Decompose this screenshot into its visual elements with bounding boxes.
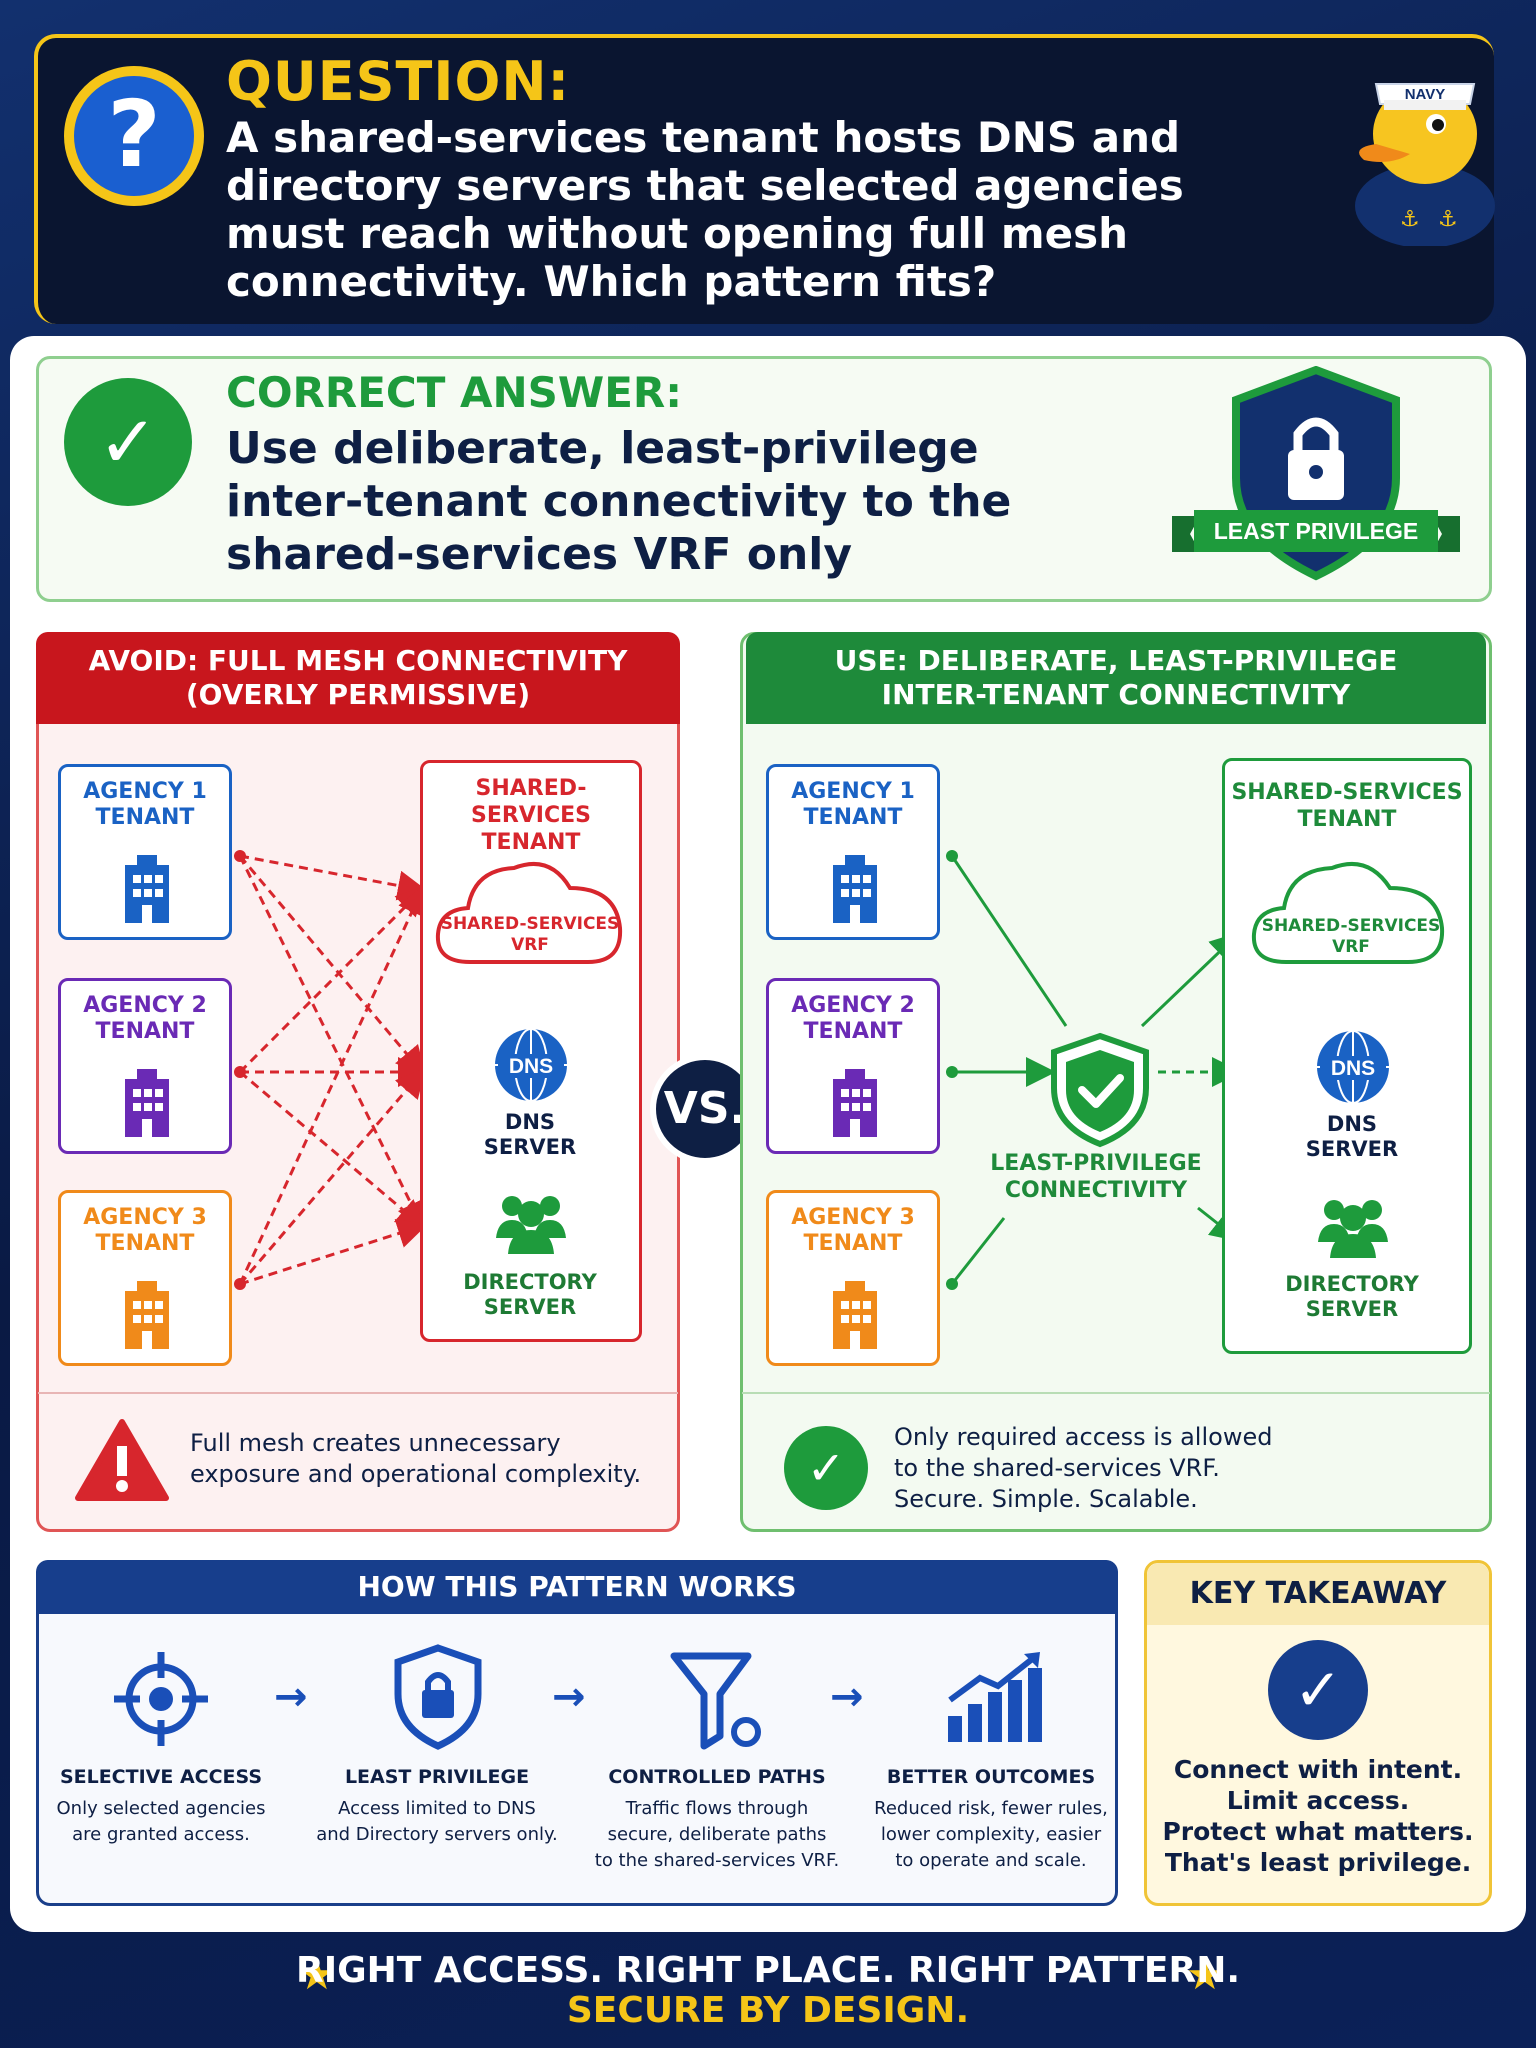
avoid-agency-3-tenant: AGENCY 3 TENANT [58,1190,232,1366]
avoid-note: Full mesh creates unnecessary exposure a… [190,1429,642,1488]
use-note: Only required access is allowed to the s… [894,1423,1273,1513]
avoid-divider [38,1392,678,1394]
use-divider [742,1392,1490,1394]
question-text: A shared-services tenant hosts DNS and d… [226,113,1184,306]
svg-text:NAVY: NAVY [1405,86,1446,103]
navy-duck-mascot-icon: NAVY ⚓ ⚓ [1355,83,1495,246]
footer-line-1: RIGHT ACCESS. RIGHT PLACE. RIGHT PATTERN… [296,1950,1240,1991]
building-icon [833,1069,877,1137]
step-selective-access: SELECTIVE ACCESS Only selected agencies … [56,1766,266,1845]
dns-globe-icon: DNS [495,1028,567,1102]
use-agency-2-tenant: AGENCY 2 TENANT [766,978,940,1154]
step-controlled-paths: CONTROLLED PATHS Traffic flows through s… [594,1766,840,1871]
svg-text:LEAST PRIVILEGE: LEAST PRIVILEGE [1214,518,1418,544]
check-icon: ✓ [64,378,192,506]
svg-text:DNS: DNS [509,1055,553,1078]
correct-answer-text: Use deliberate, least-privilege inter-te… [226,423,1012,580]
step-better-outcomes: BETTER OUTCOMES Reduced risk, fewer rule… [874,1766,1108,1871]
key-takeaway-header: KEY TAKEAWAY [1147,1563,1489,1625]
avoid-directory-server-label: DIRECTORY SERVER [463,1270,597,1319]
building-icon [125,1281,169,1349]
growth-chart-icon [948,1652,1042,1742]
building-icon [833,1281,877,1349]
crosshair-icon [114,1652,208,1746]
step-least-privilege: LEAST PRIVILEGE Access limited to DNS an… [316,1766,558,1845]
svg-text:⚓: ⚓ [1438,207,1458,232]
avoid-header: AVOID: FULL MESH CONNECTIVITY (OVERLY PE… [36,632,680,724]
shield-check-icon [1051,1032,1149,1148]
svg-text:DNS: DNS [1331,1057,1375,1080]
use-header: USE: DELIBERATE, LEAST-PRIVILEGE INTER-T… [746,632,1486,724]
least-privilege-paths [946,850,1240,1290]
check-icon: ✓ [1268,1640,1368,1740]
building-icon [125,855,169,923]
shield-lock-icon [394,1644,482,1750]
question-title: QUESTION: [226,50,571,113]
question-mark-icon: ? [64,66,204,206]
star-icon: ★ [298,1950,336,1999]
how-it-works-panel [36,1560,1118,1906]
footer-line-2: SECURE BY DESIGN. [566,1990,970,2031]
avoid-agency-1-tenant: AGENCY 1 TENANT [58,764,232,940]
how-it-works-header: HOW THIS PATTERN WORKS [36,1560,1118,1614]
use-agency-3-tenant: AGENCY 3 TENANT [766,1190,940,1366]
cloud-icon [1251,862,1445,964]
directory-users-icon [496,1196,566,1254]
key-takeaway-text: Connect with intent. Limit access. Prote… [1162,1755,1474,1877]
avoid-dns-server-label: DNS SERVER [483,1110,577,1159]
directory-users-icon [1318,1200,1388,1258]
correct-answer-title: CORRECT ANSWER: [226,368,683,417]
full-mesh-lines [234,850,428,1290]
use-vrf-label: SHARED-SERVICES VRF [1261,916,1441,957]
svg-text:⚓: ⚓ [1400,207,1420,232]
warning-icon [75,1419,169,1501]
check-icon: ✓ [784,1426,868,1510]
use-dns-server-label: DNS SERVER [1305,1112,1399,1161]
use-agency-1-tenant: AGENCY 1 TENANT [766,764,940,940]
avoid-vrf-label: SHARED-SERVICES VRF [440,914,620,955]
step-arrow-icon: → [552,1674,586,1720]
dns-globe-icon: DNS [1317,1030,1389,1104]
building-icon [833,855,877,923]
use-center-label: LEAST-PRIVILEGE CONNECTIVITY [990,1151,1202,1203]
building-icon [125,1069,169,1137]
star-icon: ★ [1186,1950,1224,1999]
least-privilege-badge: LEAST PRIVILEGE [1172,366,1460,581]
question-panel [34,34,1494,324]
avoid-agency-2-tenant: AGENCY 2 TENANT [58,978,232,1154]
step-arrow-icon: → [830,1674,864,1720]
step-arrow-icon: → [274,1674,308,1720]
cloud-icon [435,862,623,964]
funnel-icon [670,1652,761,1750]
use-directory-server-label: DIRECTORY SERVER [1285,1272,1419,1321]
